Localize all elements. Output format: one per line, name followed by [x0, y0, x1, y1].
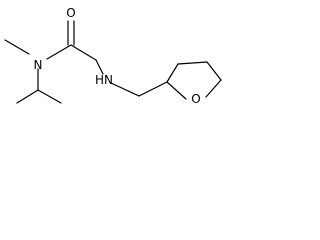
bond-nh-ch2 [110, 82, 140, 97]
bond-n-carbonyl [46, 44, 72, 60]
bond-isopropyl-right [37, 89, 62, 104]
bond-ring-c4-c5 [206, 61, 222, 81]
bond-isopropyl-left [16, 89, 39, 104]
bond-ring-o-c2 [166, 81, 187, 100]
bond-n-methyl [4, 39, 30, 55]
bond-ring-c3-c4 [177, 61, 208, 65]
bond-ch2-nh [95, 59, 104, 75]
atom-ring-oxygen: O [191, 92, 200, 106]
bond-carbonyl-ch2 [70, 44, 97, 61]
molecule-canvas: O N HN O [0, 0, 243, 132]
bond-ch2-ring [138, 81, 168, 97]
bond-ring-c2-c3 [166, 63, 179, 83]
bond-ring-c5-o [205, 79, 222, 98]
atom-amide-nitrogen: N [34, 58, 43, 72]
atom-amine-nh: HN [95, 73, 113, 87]
atom-carbonyl-oxygen: O [66, 6, 75, 20]
structure-diagram: O N HN O [4, 6, 222, 106]
